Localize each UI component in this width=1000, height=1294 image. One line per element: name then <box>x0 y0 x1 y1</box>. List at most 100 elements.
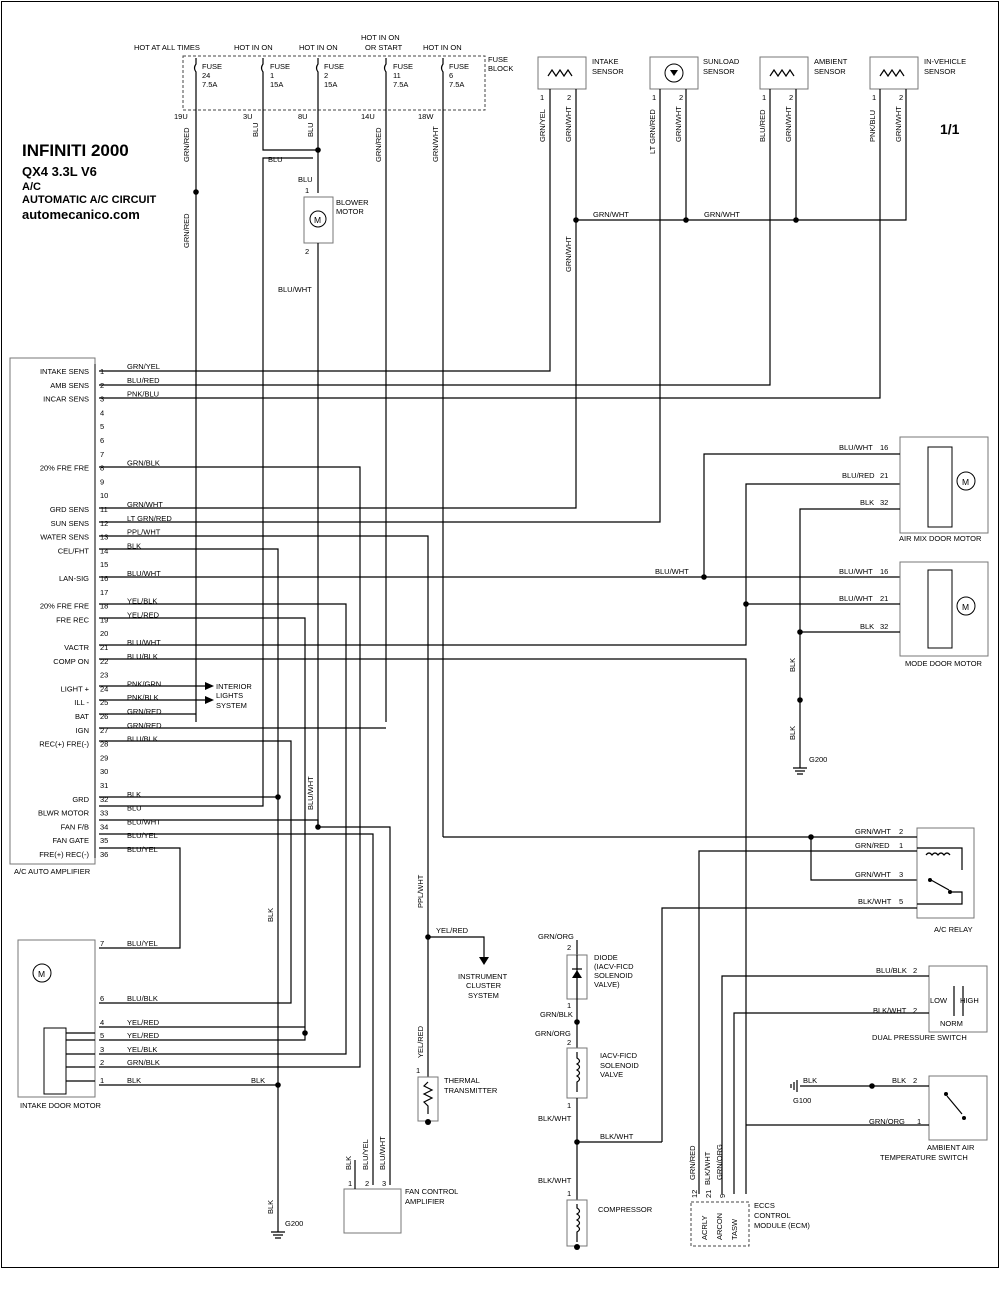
splice-fuse24 <box>193 189 199 195</box>
invehicle-sensor-label-2: SENSOR <box>924 67 956 76</box>
diode-pin-bottom: 1 <box>567 1001 571 1010</box>
iacv-label-1: IACV-FICD <box>600 1051 638 1060</box>
ambient-switch-pin1: 2 <box>913 1076 917 1085</box>
sunload-sensor-box <box>649 56 699 90</box>
title-model: QX4 3.3L V6 <box>22 164 97 179</box>
air-mix-door-motor: M AIR MIX DOOR MOTOR BLU/WHT 16 BLU/RED … <box>701 436 989 768</box>
amplifier-pin-function: GRD <box>72 795 89 804</box>
intake-ground-wire: BLK <box>251 1076 265 1085</box>
wire-pin14-ground <box>99 548 279 1232</box>
blower-pin2: 2 <box>305 247 309 256</box>
amplifier-pin-number: 20 <box>100 629 108 638</box>
wire-pin22-comp <box>99 658 747 1142</box>
iacv-wire-top: GRN/ORG <box>535 1029 571 1038</box>
amplifier-pin-number: 8 <box>100 464 104 473</box>
wire-label-fuse6: GRN/WHT <box>431 126 440 162</box>
ecm-func2: ARCON <box>715 1213 724 1240</box>
arrow-down-icon <box>479 957 489 965</box>
fan-amp-pin2: 2 <box>365 1179 369 1188</box>
relay-internal-1 <box>917 847 963 870</box>
wire-ambient-sensor <box>99 89 771 386</box>
ambient-switch-wire1: BLK <box>892 1076 906 1085</box>
intake-door-label: INTAKE DOOR MOTOR <box>20 1101 102 1110</box>
fan-amp-pin1: 1 <box>348 1179 352 1188</box>
wire-relay-pin5 <box>661 907 917 1142</box>
intake-door-pin-number: 3 <box>100 1045 104 1054</box>
invehicle-sensor-pin2: 2 <box>899 93 903 102</box>
wire-label-ambient-sensor-2: GRN/WHT <box>784 106 793 142</box>
fuse-block-label-1: FUSE <box>488 55 508 64</box>
amplifier-pin-number: 17 <box>100 588 108 597</box>
mode-motor-icon <box>956 596 976 616</box>
ground-icon <box>790 1080 798 1092</box>
iacv-pin-bottom: 1 <box>567 1101 571 1110</box>
amplifier-pin-number: 7 <box>100 450 104 459</box>
amplifier-pin-wire-color: PNK/GRN <box>127 679 161 688</box>
diode-wire-top: GRN/ORG <box>538 932 574 941</box>
relay-wire4: BLK/WHT <box>858 897 892 906</box>
intake-door-pin-wire-color: GRN/BLK <box>127 1058 160 1067</box>
amplifier-pin-wire-color: BLU/WHT <box>127 569 161 578</box>
fuse-header-4: HOT IN ON <box>423 43 462 52</box>
intake-door-pin-number: 6 <box>100 994 104 1003</box>
mode-ground-label: G200 <box>809 755 827 764</box>
page-frame <box>1 1 999 1268</box>
amplifier-pin-number: 22 <box>100 657 108 666</box>
amplifier-pin-number: 23 <box>100 671 108 680</box>
fuse-header-3: HOT IN ON <box>361 33 400 42</box>
intake-door-pin-wire-color: YEL/RED <box>127 1031 160 1040</box>
title-site: automecanico.com <box>22 207 140 222</box>
relay-wire3: GRN/WHT <box>855 870 891 879</box>
dual-pressure-wire2: BLK/WHT <box>873 1006 907 1015</box>
ambient-switch-label-1: AMBIENT AIR <box>927 1143 975 1152</box>
amplifier-pin-function: 20% FRE FRE <box>40 602 89 611</box>
ecm-pin3: 9 <box>718 1194 727 1198</box>
iacv-coil-icon <box>575 1052 581 1092</box>
fuse-2-number: 2 <box>324 71 328 80</box>
splice-mode-ground <box>797 629 803 635</box>
ambient-sensor-thermistor-icon <box>769 68 795 78</box>
splice-sensor-2 <box>683 217 689 223</box>
amplifier-pin-number: 12 <box>100 519 108 528</box>
wire-sensor-ground <box>99 220 577 509</box>
wire-label-sunload-sensor-1: LT GRN/RED <box>648 109 657 154</box>
intake-ground-vertical-wire: BLK <box>266 908 275 922</box>
wire-label-sensor-ground: GRN/WHT <box>564 236 573 272</box>
air-mix-label: AIR MIX DOOR MOTOR <box>899 534 982 543</box>
ambient-temp-switch: AMBIENT AIR TEMPERATURE SWITCH BLK G100 … <box>746 1075 988 1162</box>
fuse-11-symbol <box>383 58 387 110</box>
fuse-24-name: FUSE <box>202 62 222 71</box>
ambient-switch-contact <box>944 1092 948 1096</box>
fan-amp-pin3: 3 <box>382 1179 386 1188</box>
ambient-switch-contact <box>962 1116 966 1120</box>
wire-label-fuse11: GRN/RED <box>374 127 383 162</box>
amplifier-pin-function: INCAR SENS <box>43 395 89 404</box>
wire-label-invehicle-sensor-2: GRN/WHT <box>894 106 903 142</box>
amplifier-pin-function: LAN-SIG <box>59 574 89 583</box>
amplifier-pin-wire-color: YEL/BLK <box>127 597 157 606</box>
fuse-1-terminal: 3U <box>243 112 253 121</box>
amplifier-pin-function: INTAKE SENS <box>40 367 89 376</box>
air-mix-motor-icon <box>956 471 976 491</box>
intake-door-box <box>17 939 96 1098</box>
fan-amp-box <box>343 1188 402 1234</box>
iacv-label-2: SOLENOID <box>600 1061 639 1070</box>
amplifier-pin-number: 21 <box>100 643 108 652</box>
ecm-wire2: BLK/WHT <box>703 1151 712 1185</box>
intake-door-pin-number: 5 <box>100 1031 104 1040</box>
fuse-1-rating: 15A <box>270 80 283 89</box>
wire-relay-pin3 <box>443 836 917 881</box>
blower-pin1: 1 <box>305 186 309 195</box>
ecm-pin1: 12 <box>690 1190 699 1198</box>
air-mix-wire3: BLK <box>860 498 874 507</box>
iacv-wire-branch: BLK/WHT <box>600 1132 634 1141</box>
intake-ground-label: G200 <box>285 1219 303 1228</box>
ambient-switch-pin2: 1 <box>917 1117 921 1126</box>
compressor-clutch-icon <box>575 1204 581 1242</box>
amplifier-pin-number: 33 <box>100 809 108 818</box>
amplifier-pin-number: 2 <box>100 381 104 390</box>
blower-wire-in-label: BLU <box>298 175 313 184</box>
amplifier-pin-number: 26 <box>100 712 108 721</box>
amplifier-pin-wire-color: GRN/WHT <box>127 500 163 509</box>
